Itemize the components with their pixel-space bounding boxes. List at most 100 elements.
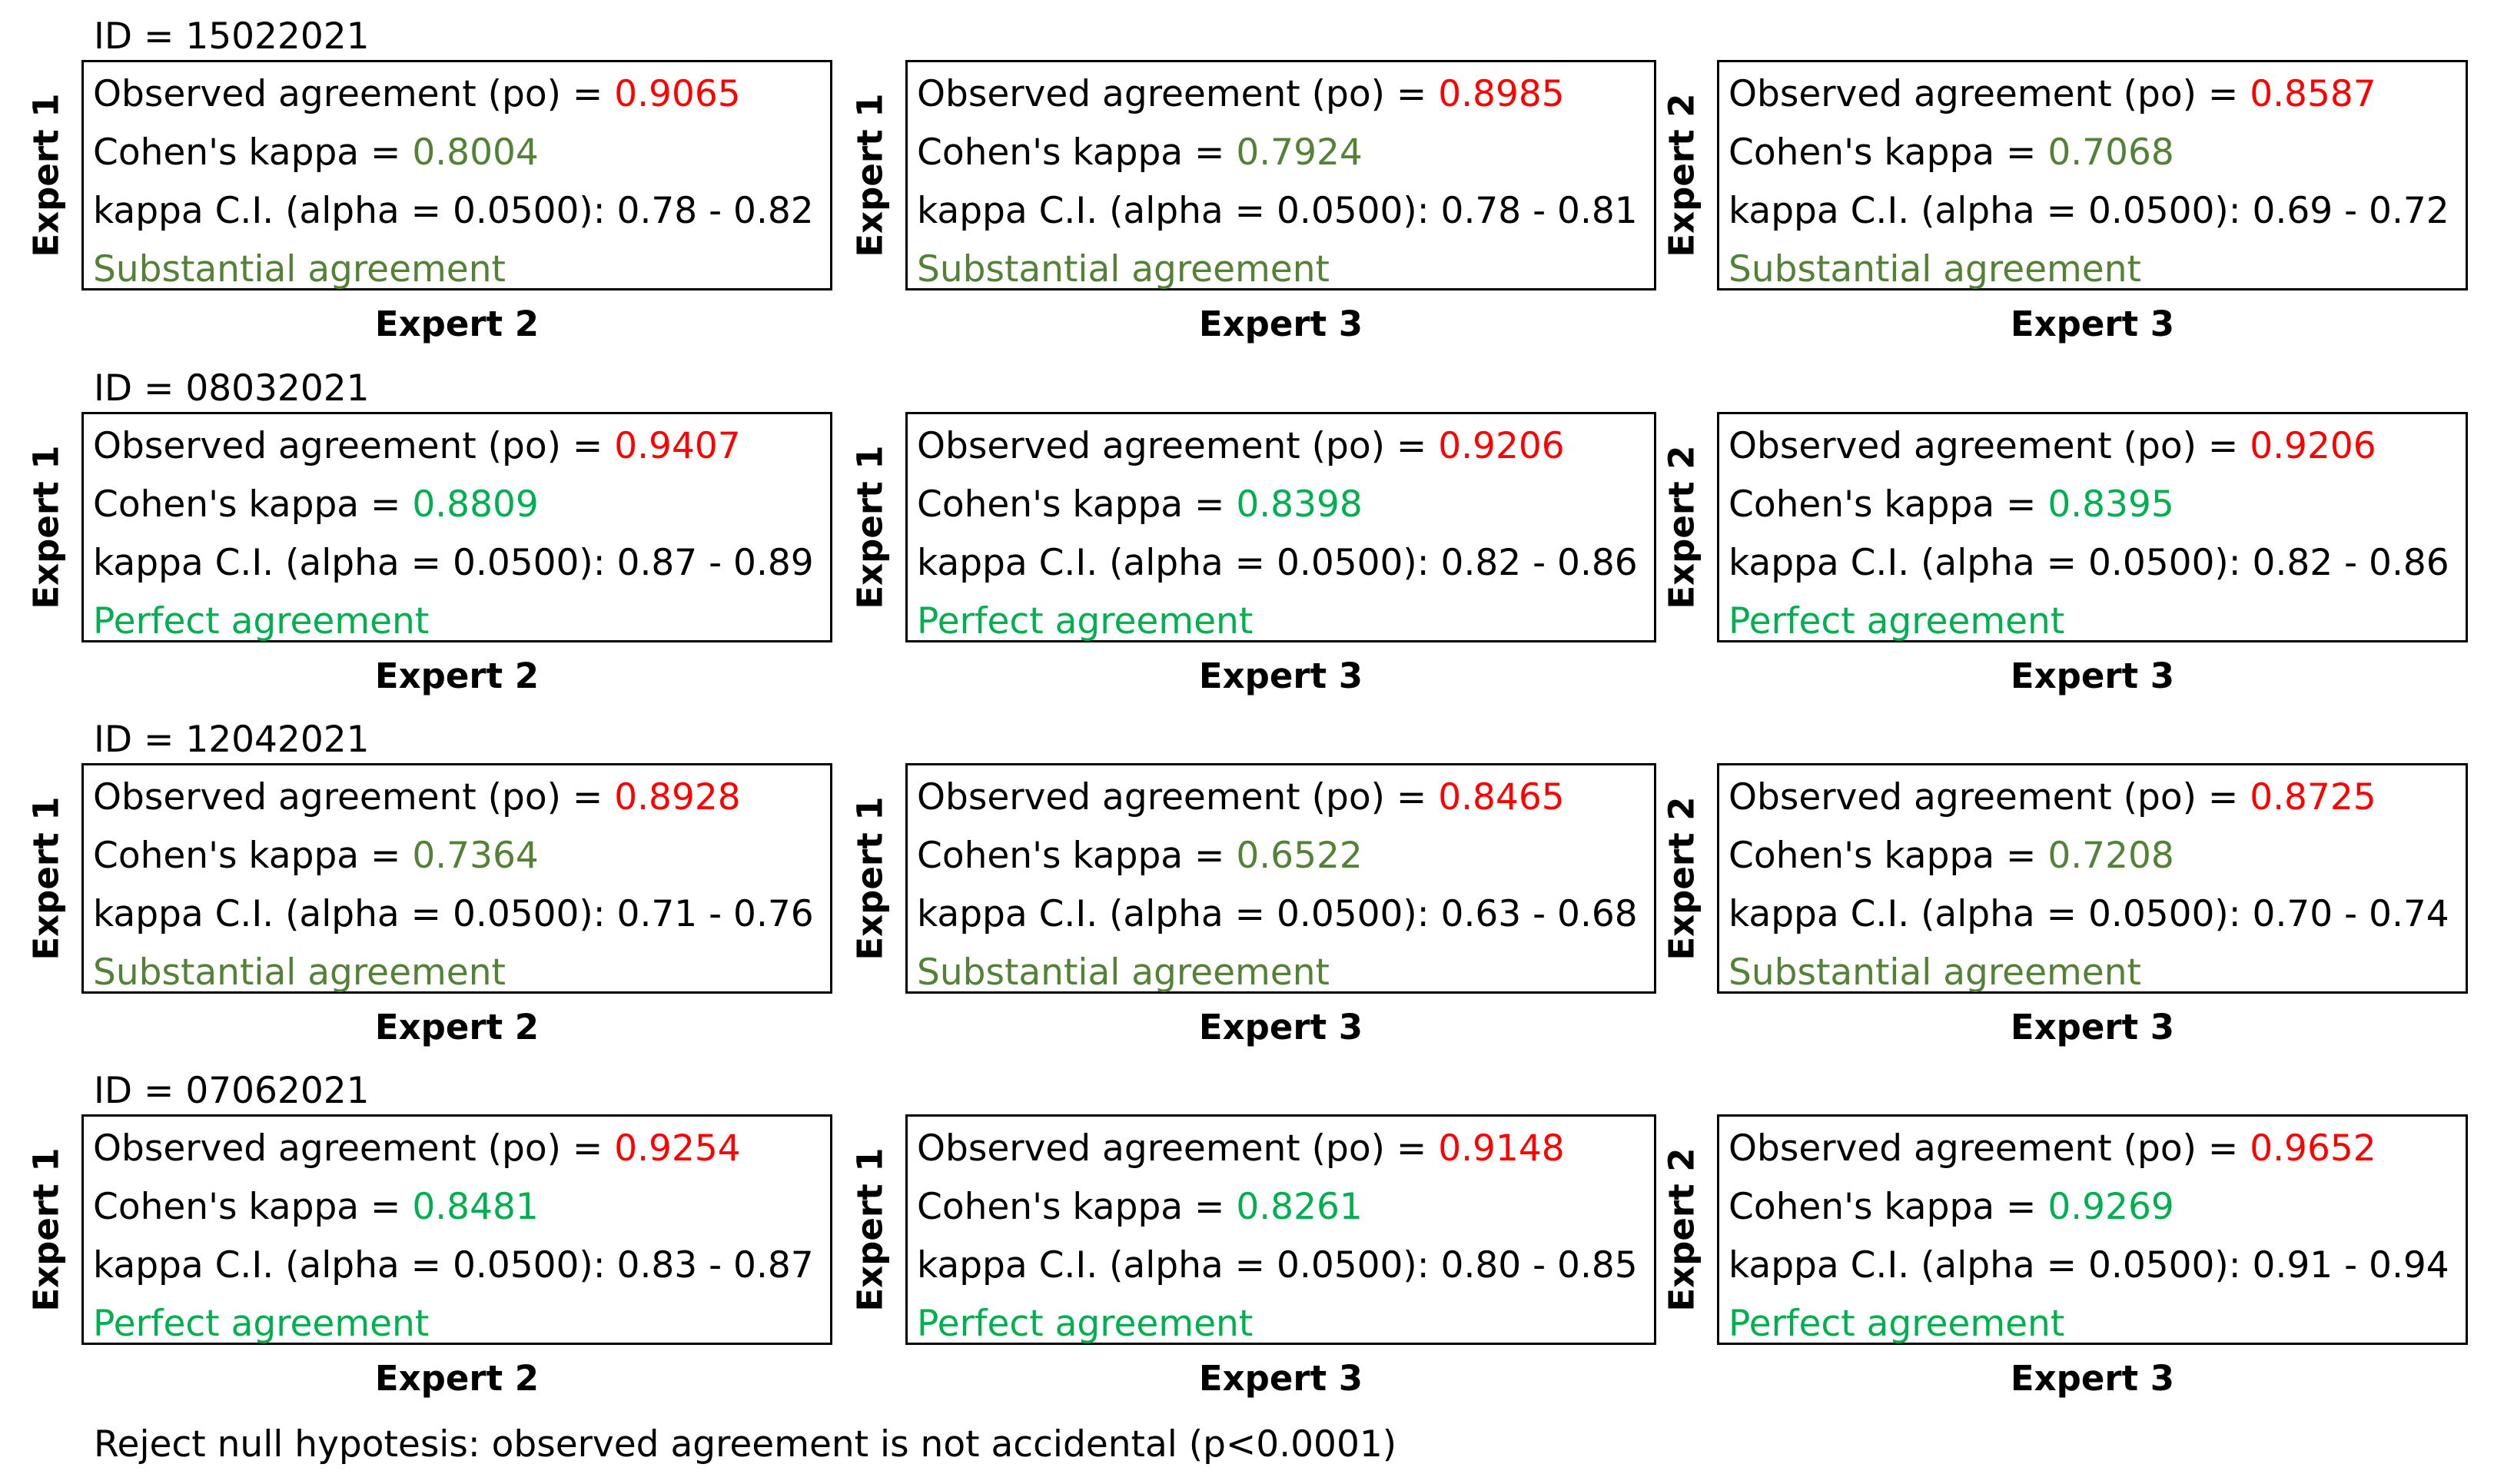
cohens-kappa-label: Cohen's kappa = bbox=[917, 835, 1237, 877]
kappa-ci-value: 0.91 - 0.94 bbox=[2252, 1244, 2449, 1286]
agreement-verdict: Substantial agreement bbox=[93, 951, 506, 994]
observed-agreement-value: 0.9407 bbox=[614, 425, 741, 467]
kappa-ci-label: kappa C.I. (alpha = 0.0500): bbox=[93, 542, 617, 584]
kappa-ci-line: kappa C.I. (alpha = 0.0500): 0.80 - 0.85 bbox=[917, 1237, 1654, 1295]
observed-agreement-line: Observed agreement (po) = 0.8587 bbox=[1729, 65, 2466, 124]
column-expert-label: Expert 3 bbox=[1198, 1358, 1363, 1399]
row-expert-label: Expert 1 bbox=[849, 93, 891, 257]
column-expert-label: Expert 2 bbox=[374, 1007, 540, 1047]
kappa-ci-label: kappa C.I. (alpha = 0.0500): bbox=[1729, 893, 2253, 935]
cohens-kappa-line: Cohen's kappa = 0.8261 bbox=[917, 1178, 1654, 1237]
footer-note: Reject null hypotesis: observed agreemen… bbox=[94, 1423, 1397, 1466]
agreement-verdict: Perfect agreement bbox=[1729, 600, 2065, 642]
row-expert-label: Expert 1 bbox=[849, 1147, 891, 1312]
kappa-ci-label: kappa C.I. (alpha = 0.0500): bbox=[93, 1244, 617, 1286]
cohens-kappa-value: 0.8395 bbox=[2047, 483, 2174, 526]
column-expert-label: Expert 2 bbox=[374, 656, 540, 696]
column-expert-label: Expert 3 bbox=[2010, 1007, 2175, 1047]
cohens-kappa-line: Cohen's kappa = 0.7208 bbox=[1729, 827, 2466, 885]
kappa-ci-line: kappa C.I. (alpha = 0.0500): 0.69 - 0.72 bbox=[1729, 182, 2466, 241]
column-expert-label: Expert 3 bbox=[1198, 656, 1363, 696]
cohens-kappa-label: Cohen's kappa = bbox=[1729, 483, 2048, 526]
kappa-ci-value: 0.83 - 0.87 bbox=[616, 1244, 814, 1286]
kappa-ci-value: 0.78 - 0.82 bbox=[616, 190, 814, 232]
cohens-kappa-line: Cohen's kappa = 0.7364 bbox=[93, 827, 830, 885]
observed-agreement-label: Observed agreement (po) = bbox=[917, 776, 1439, 818]
row-expert-label: Expert 2 bbox=[1661, 445, 1702, 609]
cohens-kappa-value: 0.8004 bbox=[412, 131, 539, 174]
cohens-kappa-line: Cohen's kappa = 0.8395 bbox=[1729, 476, 2466, 534]
column-expert-label: Expert 3 bbox=[2010, 656, 2175, 696]
cohens-kappa-value: 0.7208 bbox=[2047, 835, 2174, 877]
observed-agreement-label: Observed agreement (po) = bbox=[93, 776, 615, 818]
kappa-ci-line: kappa C.I. (alpha = 0.0500): 0.78 - 0.81 bbox=[917, 182, 1654, 241]
observed-agreement-value: 0.9206 bbox=[1438, 425, 1565, 467]
agreement-verdict: Substantial agreement bbox=[93, 248, 506, 290]
observed-agreement-value: 0.8587 bbox=[2250, 73, 2376, 115]
row-expert-label: Expert 2 bbox=[1661, 796, 1702, 961]
observed-agreement-value: 0.8928 bbox=[614, 776, 741, 818]
observed-agreement-label: Observed agreement (po) = bbox=[1729, 1127, 2250, 1170]
observed-agreement-line: Observed agreement (po) = 0.9254 bbox=[93, 1120, 830, 1178]
row-expert-label: Expert 1 bbox=[25, 93, 67, 257]
observed-agreement-value: 0.9065 bbox=[614, 73, 741, 115]
observed-agreement-label: Observed agreement (po) = bbox=[93, 425, 615, 467]
cohens-kappa-value: 0.8261 bbox=[1236, 1186, 1363, 1228]
kappa-ci-line: kappa C.I. (alpha = 0.0500): 0.82 - 0.86 bbox=[1729, 534, 2466, 593]
column-expert-label: Expert 2 bbox=[374, 304, 540, 344]
kappa-ci-value: 0.69 - 0.72 bbox=[2252, 190, 2449, 232]
observed-agreement-line: Observed agreement (po) = 0.9206 bbox=[1729, 417, 2466, 476]
cohens-kappa-line: Cohen's kappa = 0.8398 bbox=[917, 476, 1654, 534]
row-expert-label: Expert 1 bbox=[25, 796, 67, 961]
kappa-ci-line: kappa C.I. (alpha = 0.0500): 0.78 - 0.82 bbox=[93, 182, 830, 241]
kappa-ci-label: kappa C.I. (alpha = 0.0500): bbox=[917, 893, 1441, 935]
agreement-verdict: Perfect agreement bbox=[93, 600, 430, 642]
observed-agreement-line: Observed agreement (po) = 0.8928 bbox=[93, 769, 830, 827]
observed-agreement-value: 0.9206 bbox=[2250, 425, 2376, 467]
observed-agreement-label: Observed agreement (po) = bbox=[1729, 425, 2250, 467]
cohens-kappa-label: Cohen's kappa = bbox=[1729, 1186, 2048, 1228]
observed-agreement-line: Observed agreement (po) = 0.8985 bbox=[917, 65, 1654, 124]
row-expert-label: Expert 1 bbox=[849, 445, 891, 609]
kappa-ci-label: kappa C.I. (alpha = 0.0500): bbox=[1729, 190, 2253, 232]
kappa-ci-label: kappa C.I. (alpha = 0.0500): bbox=[1729, 1244, 2253, 1286]
observed-agreement-label: Observed agreement (po) = bbox=[917, 73, 1439, 115]
cohens-kappa-value: 0.6522 bbox=[1236, 835, 1363, 877]
observed-agreement-line: Observed agreement (po) = 0.8465 bbox=[917, 769, 1654, 827]
cohens-kappa-label: Cohen's kappa = bbox=[93, 483, 413, 526]
kappa-ci-line: kappa C.I. (alpha = 0.0500): 0.71 - 0.76 bbox=[93, 885, 830, 944]
cohens-kappa-label: Cohen's kappa = bbox=[1729, 835, 2048, 877]
group-id-label: ID = 15022021 bbox=[94, 15, 370, 58]
column-expert-label: Expert 3 bbox=[1198, 304, 1363, 344]
agreement-verdict: Perfect agreement bbox=[1729, 1303, 2065, 1345]
observed-agreement-value: 0.9652 bbox=[2250, 1127, 2376, 1170]
observed-agreement-value: 0.9148 bbox=[1438, 1127, 1565, 1170]
cohens-kappa-value: 0.7364 bbox=[412, 835, 539, 877]
cohens-kappa-line: Cohen's kappa = 0.9269 bbox=[1729, 1178, 2466, 1237]
kappa-ci-label: kappa C.I. (alpha = 0.0500): bbox=[1729, 542, 2253, 584]
kappa-ci-value: 0.82 - 0.86 bbox=[2252, 542, 2449, 584]
cohens-kappa-value: 0.9269 bbox=[2047, 1186, 2174, 1228]
observed-agreement-line: Observed agreement (po) = 0.9206 bbox=[917, 417, 1654, 476]
cohens-kappa-value: 0.8398 bbox=[1236, 483, 1363, 526]
observed-agreement-value: 0.9254 bbox=[614, 1127, 741, 1170]
kappa-ci-line: kappa C.I. (alpha = 0.0500): 0.70 - 0.74 bbox=[1729, 885, 2466, 944]
observed-agreement-label: Observed agreement (po) = bbox=[1729, 73, 2250, 115]
observed-agreement-line: Observed agreement (po) = 0.9652 bbox=[1729, 1120, 2466, 1178]
cohens-kappa-line: Cohen's kappa = 0.8004 bbox=[93, 124, 830, 182]
agreement-verdict: Perfect agreement bbox=[917, 1303, 1254, 1345]
kappa-ci-line: kappa C.I. (alpha = 0.0500): 0.91 - 0.94 bbox=[1729, 1237, 2466, 1295]
cohens-kappa-label: Cohen's kappa = bbox=[93, 1186, 413, 1228]
column-expert-label: Expert 3 bbox=[2010, 1358, 2175, 1399]
observed-agreement-label: Observed agreement (po) = bbox=[93, 73, 615, 115]
group-id-label: ID = 12042021 bbox=[94, 719, 370, 761]
observed-agreement-line: Observed agreement (po) = 0.8725 bbox=[1729, 769, 2466, 827]
agreement-verdict: Substantial agreement bbox=[1729, 951, 2141, 994]
